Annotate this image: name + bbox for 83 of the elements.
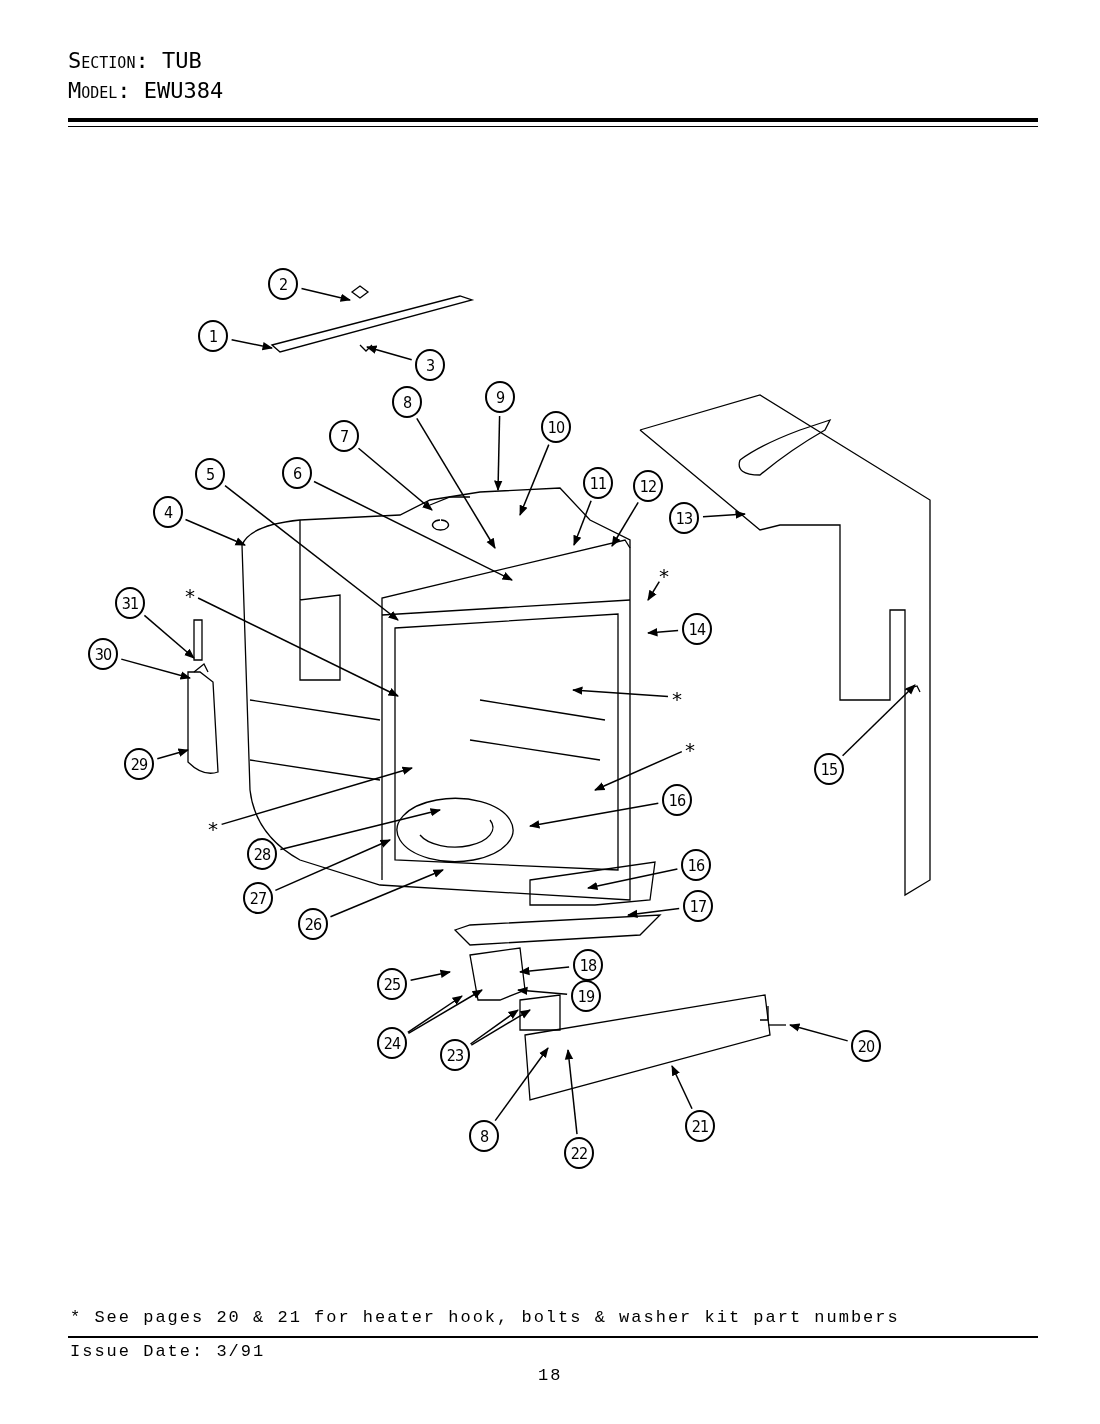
leader-line: [224, 484, 399, 621]
callout-number: 6: [282, 457, 312, 489]
callout-number: 8: [469, 1120, 499, 1152]
leader-line: [564, 1048, 578, 1135]
leader-line: [594, 750, 683, 791]
leader-line: [230, 339, 274, 351]
callout-number: 27: [243, 882, 273, 914]
callout-number: 1: [198, 320, 228, 352]
callout-number: 4: [153, 496, 183, 528]
leader-line: [313, 480, 513, 581]
callout-number: 11: [583, 467, 613, 499]
leader-line: [470, 1009, 531, 1046]
leader-line: [120, 658, 191, 680]
callout-number: 21: [685, 1110, 715, 1142]
leader-line: [469, 1009, 519, 1045]
callout-number: 23: [440, 1039, 470, 1071]
callout-number: 7: [329, 420, 359, 452]
leader-line: [702, 510, 747, 519]
callout-number: 14: [682, 613, 712, 645]
callout-number: 17: [683, 890, 713, 922]
asterisk-mark: *: [207, 819, 220, 839]
callout-number: 22: [564, 1137, 594, 1169]
callout-number: 5: [195, 458, 225, 490]
leader-line: [516, 986, 568, 996]
callout-number: 31: [115, 587, 145, 619]
callout-number: 20: [851, 1030, 881, 1062]
leader-line: [671, 1065, 693, 1110]
callout-number: 29: [124, 748, 154, 780]
leader-line: [573, 499, 592, 546]
leader-line: [279, 808, 441, 851]
leader-line: [789, 1023, 849, 1042]
leader-line: [494, 1047, 549, 1122]
callout-number: 16: [681, 849, 711, 881]
callout-number: 2: [268, 268, 298, 300]
footnote: * See pages 20 & 21 for heater hook, bolts & washer kit part numbers: [70, 1308, 900, 1327]
issue-date: Issue Date: 3/91: [70, 1342, 266, 1361]
leader-line: [156, 748, 189, 760]
callout-number: 8: [392, 386, 422, 418]
leader-line: [407, 995, 463, 1034]
leader-line: [528, 802, 660, 829]
callout-number: 10: [541, 411, 571, 443]
callout-number: 28: [247, 838, 277, 870]
callout-number: 30: [88, 638, 118, 670]
model-heading: Model: EWU384: [68, 78, 224, 103]
leader-line: [519, 443, 550, 516]
callout-number: 19: [571, 980, 601, 1012]
leader-line: [220, 766, 413, 826]
leader-line: [143, 614, 195, 659]
leader-line: [646, 628, 679, 637]
section-heading: Section: TUB: [68, 48, 202, 73]
leader-line: [184, 518, 246, 546]
asterisk-mark: *: [658, 566, 671, 586]
callout-number: 12: [633, 470, 663, 502]
leader-line: [357, 447, 433, 511]
callout-number: 16: [662, 784, 692, 816]
leader-line: [494, 415, 503, 492]
leader-line: [611, 501, 639, 547]
leader-line: [300, 287, 351, 302]
callout-number: 18: [573, 949, 603, 981]
leader-line: [329, 869, 444, 918]
callout-number: 26: [298, 908, 328, 940]
asterisk-mark: *: [671, 689, 684, 709]
asterisk-mark: *: [684, 740, 697, 760]
callout-number: 9: [485, 381, 515, 413]
leader-line: [409, 969, 452, 981]
callout-number: 24: [377, 1027, 407, 1059]
leader-line: [518, 966, 570, 976]
leader-line: [626, 907, 680, 918]
leader-line: [416, 417, 496, 549]
leader-line: [571, 686, 669, 698]
asterisk-mark: *: [184, 586, 197, 606]
callout-number: 3: [415, 349, 445, 381]
leader-line: [197, 597, 399, 697]
leader-line: [274, 839, 391, 892]
leader-line: [647, 580, 661, 601]
leader-line: [366, 345, 413, 361]
callout-number: 15: [814, 753, 844, 785]
leader-line: [841, 684, 916, 757]
page-number: 18: [538, 1366, 563, 1385]
leader-line: [586, 868, 679, 891]
leader-line: [407, 989, 483, 1035]
callout-number: 25: [377, 968, 407, 1000]
callout-number: 13: [669, 502, 699, 534]
